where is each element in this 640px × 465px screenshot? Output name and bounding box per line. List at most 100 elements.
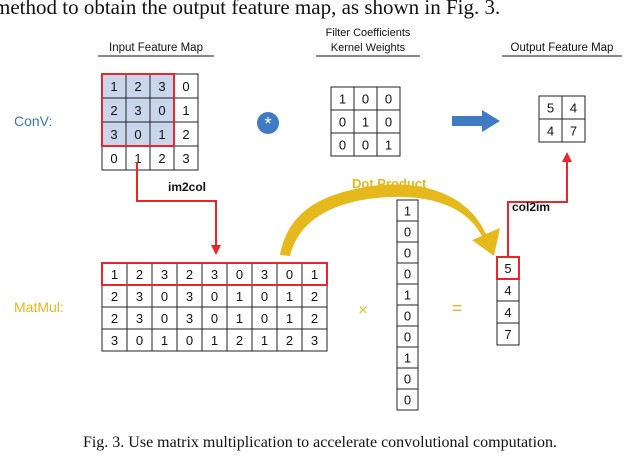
im2col-matrix-value: 1 [111, 267, 118, 282]
im2col-matrix-value: 0 [261, 311, 268, 326]
input-map-value: 2 [134, 79, 141, 94]
im2col-matrix-value: 2 [186, 267, 193, 282]
im2col-matrix-value: 3 [161, 267, 168, 282]
kernel-vector-value: 0 [404, 267, 411, 282]
result-column-vector: 5 4 4 7 [496, 256, 520, 346]
im2col-matrix-cell [301, 328, 328, 352]
im2col-matrix-value: 3 [211, 267, 218, 282]
input-map-value: 2 [182, 127, 189, 142]
col2im-arrow [507, 152, 572, 256]
im2col-matrix: 1 2 3 2 3 0 3 0 1 2 3 0 3 0 1 0 1 2 2 3 0 3 0 1 0 1 2 3 0 1 0 1 2 1 2 3 [101, 262, 328, 352]
result-vector-value: 4 [504, 305, 511, 320]
convolution-star-icon [257, 112, 279, 134]
kernel-cell [376, 132, 401, 157]
input-map-cell [173, 145, 199, 171]
input-map-value: 3 [158, 79, 165, 94]
im2col-arrow [136, 162, 221, 255]
result-vector-value: 4 [504, 283, 511, 298]
im2col-matrix-value: 1 [236, 311, 243, 326]
kernel-value: 1 [339, 92, 346, 107]
im2col-matrix-value: 3 [186, 311, 193, 326]
im2col-matrix-value: 0 [186, 333, 193, 348]
input-map-value: 2 [158, 151, 165, 166]
im2col-matrix-value: 1 [286, 311, 293, 326]
equals-symbol: = [452, 298, 463, 318]
im2col-matrix-value: 0 [211, 289, 218, 304]
kernel-value: 0 [362, 138, 369, 153]
im2col-matrix-value: 1 [311, 267, 318, 282]
im2col-matrix-value: 2 [111, 289, 118, 304]
im2col-label: im2col [168, 180, 206, 194]
im2col-matrix-value: 2 [111, 311, 118, 326]
input-map-value: 0 [110, 151, 117, 166]
input-map-value: 0 [158, 103, 165, 118]
filter-title-line1: Filter Coefficients [326, 27, 411, 39]
kernel-vector-value: 0 [404, 309, 411, 324]
kernel-value: 0 [385, 92, 392, 107]
input-map-value: 0 [182, 79, 189, 94]
im2col-matrix-value: 2 [311, 311, 318, 326]
im2col-matrix-value: 3 [186, 289, 193, 304]
im2col-matrix-value: 3 [311, 333, 318, 348]
im2col-matrix-value: 2 [136, 267, 143, 282]
result-vector-value: 5 [504, 261, 511, 276]
kernel-vector-value: 0 [404, 225, 411, 240]
input-map-cell [101, 73, 127, 99]
dot-product-label: Dot Product [352, 176, 427, 191]
input-map-cell [125, 121, 151, 147]
output-map-value: 7 [570, 124, 577, 139]
conv-result-arrow-icon [452, 110, 500, 132]
kernel-value: 0 [385, 115, 392, 130]
figure-caption: Fig. 3. Use matrix multiplication to acc… [82, 434, 558, 451]
im2col-matrix-value: 2 [311, 289, 318, 304]
im2col-matrix-value: 1 [236, 289, 243, 304]
result-vector-cell [496, 322, 520, 346]
kernel-vector-value: 1 [404, 351, 411, 366]
input-map-cell [149, 73, 175, 99]
result-vector-value: 7 [504, 327, 511, 342]
multiply-symbol: × [358, 302, 367, 319]
im2col-matrix-value: 3 [261, 267, 268, 282]
im2col-matrix-value: 1 [161, 333, 168, 348]
im2col-matrix-value: 2 [236, 333, 243, 348]
im2col-matrix-value: 1 [261, 333, 268, 348]
dot-product-arrow [280, 184, 500, 256]
input-map-value: 1 [110, 79, 117, 94]
im2col-matrix-value: 0 [236, 267, 243, 282]
col2im-label: col2im [512, 200, 550, 214]
kernel-value: 1 [362, 115, 369, 130]
input-map-value: 1 [158, 127, 165, 142]
output-map-value: 5 [547, 101, 554, 116]
filter-title-line2: Kernel Weights [331, 42, 406, 54]
im2col-matrix-value: 0 [136, 333, 143, 348]
im2col-matrix-value: 1 [286, 289, 293, 304]
input-map-cell [149, 145, 175, 171]
im2col-matrix-value: 3 [136, 289, 143, 304]
im2col-matrix-value: 0 [286, 267, 293, 282]
im2col-matrix-value: 0 [261, 289, 268, 304]
output-map-value: 4 [570, 101, 577, 116]
input-map-value: 2 [110, 103, 117, 118]
kernel-value: 0 [339, 115, 346, 130]
kernel-vector-value: 0 [404, 246, 411, 261]
kernel-value: 0 [362, 92, 369, 107]
im2col-matrix-value: 0 [211, 311, 218, 326]
input-map-value: 1 [182, 103, 189, 118]
im2col-matrix-value: 2 [286, 333, 293, 348]
im2col-matrix-highlight [101, 262, 328, 286]
input-map-value: 1 [134, 151, 141, 166]
input-map-value: 0 [134, 127, 141, 142]
im2col-matrix-value: 3 [111, 333, 118, 348]
im2col-matrix-value: 3 [136, 311, 143, 326]
result-vector-highlight [496, 256, 520, 280]
im2col-matrix-value: 1 [211, 333, 218, 348]
im2col-matrix-value: 0 [161, 289, 168, 304]
input-map-cell [101, 145, 127, 171]
im2col-matrix-value: 0 [161, 311, 168, 326]
matmul-label: MatMul: [14, 299, 64, 315]
